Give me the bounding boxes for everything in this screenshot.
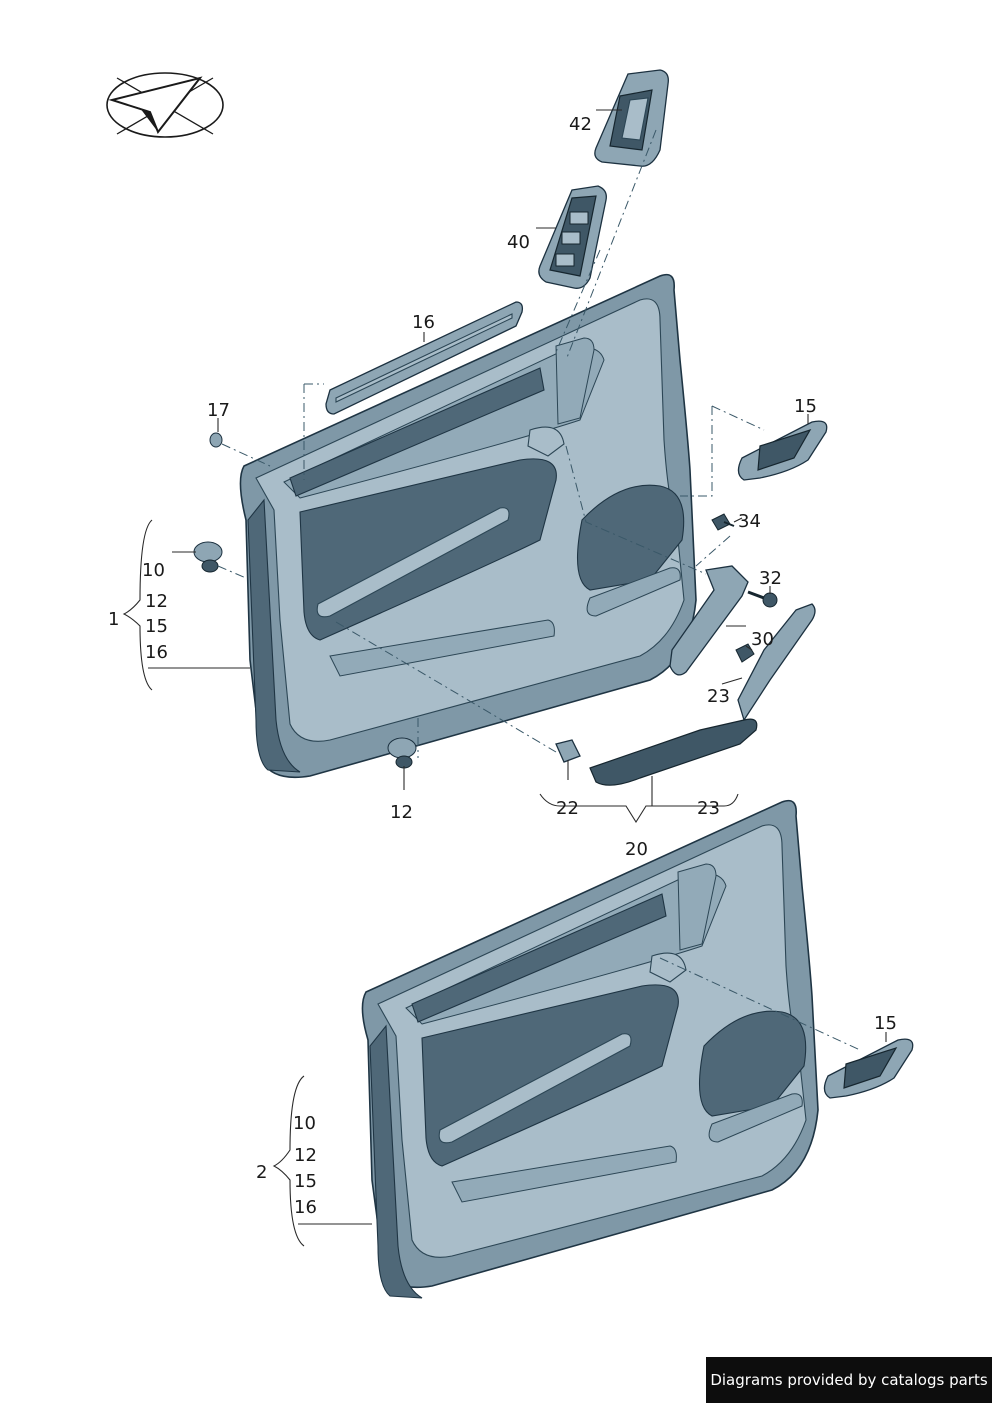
part-15-door-handle-lower: [823, 1038, 914, 1099]
part-22-clip: [555, 739, 581, 763]
callout-34: 34: [738, 511, 761, 532]
callout-15-group1: 15: [145, 616, 168, 637]
part-15-door-handle-upper: [737, 420, 828, 481]
part-10-fastener: [193, 541, 223, 573]
callout-16-upper: 16: [412, 312, 435, 333]
callout-1: 1: [108, 609, 119, 630]
callout-15-lower: 15: [874, 1013, 897, 1034]
callout-10-upper: 10: [142, 560, 165, 581]
callout-16-group1: 16: [145, 642, 168, 663]
callout-40: 40: [507, 232, 530, 253]
callout-15-upper: 15: [794, 396, 817, 417]
part-16-trim-strip: [325, 301, 524, 415]
callout-22: 22: [556, 798, 579, 819]
callout-12-upper: 12: [145, 591, 168, 612]
callout-15-group2: 15: [294, 1171, 317, 1192]
direction-arrow-logo: [106, 72, 224, 138]
part-12-fastener: [387, 737, 417, 769]
callout-12-lower: 12: [390, 802, 413, 823]
credit-text: Diagrams provided by catalogs parts: [710, 1371, 988, 1389]
callout-23-upper: 23: [707, 686, 730, 707]
callout-labels: 42 40 16 17 15 34 32 30 23 1 10 12 15 16…: [108, 114, 897, 1218]
callout-30: 30: [751, 629, 774, 650]
part-17-clip: [209, 432, 223, 448]
handle-bracket: [669, 565, 749, 676]
door-panel-1: [239, 273, 697, 779]
callout-12-group2: 12: [294, 1145, 317, 1166]
callout-16-group2: 16: [294, 1197, 317, 1218]
callout-17: 17: [207, 400, 230, 421]
callout-42: 42: [569, 114, 592, 135]
part-34-screw: [711, 513, 735, 531]
part-23-armrest: [589, 603, 816, 786]
callout-32: 32: [759, 568, 782, 589]
callout-20: 20: [625, 839, 648, 860]
callout-2: 2: [256, 1162, 267, 1183]
assembly-lines-upper: [217, 129, 765, 758]
part-42-switch-trim: [594, 69, 669, 167]
callout-23-lower: 23: [697, 798, 720, 819]
door-panel-2: [361, 799, 819, 1299]
part-40-window-switch: [538, 185, 607, 289]
credit-banner: Diagrams provided by catalogs parts: [706, 1357, 992, 1403]
callout-10-group2: 10: [293, 1113, 316, 1134]
leader-lines: [122, 109, 887, 1247]
part-32-screw: [747, 590, 778, 608]
